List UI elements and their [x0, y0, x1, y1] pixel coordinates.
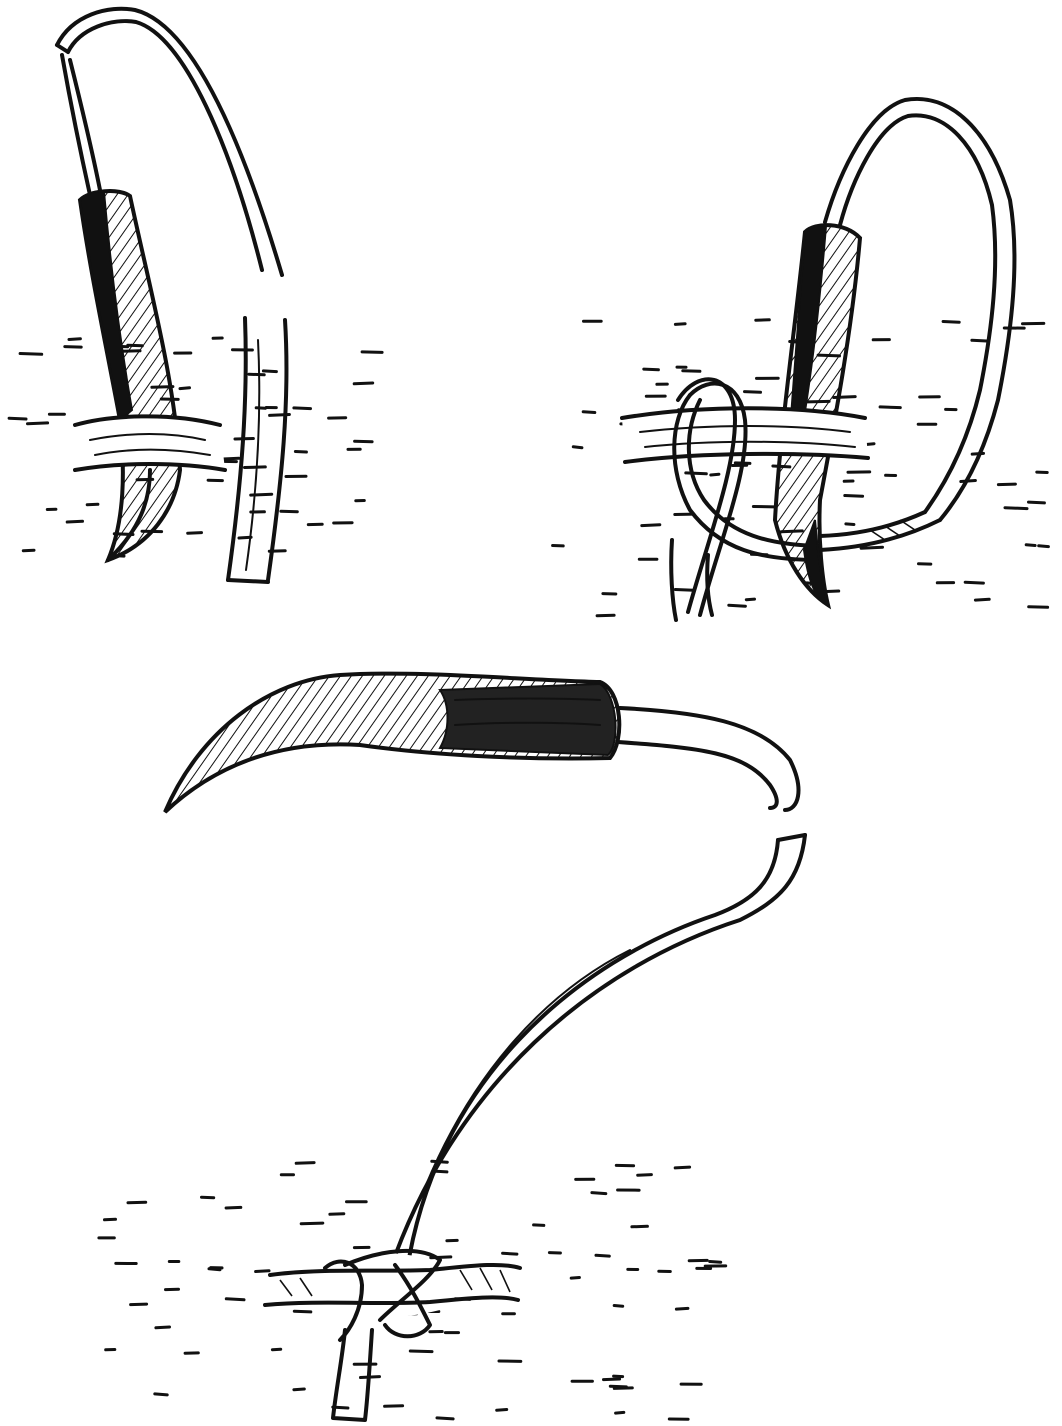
tissue-dash [632, 1226, 648, 1227]
tissue-dash [436, 1171, 447, 1172]
tissue-dash [604, 1379, 620, 1380]
tissue-dash [596, 1255, 609, 1256]
tissue-dash [245, 467, 266, 468]
tissue-dash [1039, 546, 1049, 547]
tissue-dash [294, 1389, 304, 1390]
tissue-dash [180, 388, 190, 389]
tissue-dash [20, 354, 42, 355]
panel-step-3 [99, 674, 805, 1420]
tissue-dash [616, 1412, 624, 1413]
tissue-dash [675, 590, 693, 591]
tissue-dash [128, 1202, 146, 1203]
tissue-dash [410, 1351, 432, 1352]
tissue-dash [294, 1311, 311, 1312]
tissue-dash [385, 1406, 403, 1407]
tissue-edge-1 [75, 416, 225, 470]
tissue-dash [745, 392, 761, 393]
tissue-dash [711, 474, 719, 475]
tissue-dash [943, 322, 959, 323]
tissue-dash [676, 1308, 688, 1309]
tissue-dash [614, 1306, 623, 1307]
tissue-dash [644, 369, 659, 370]
tissue-dash [256, 1271, 269, 1272]
tissue-dash [209, 1269, 220, 1270]
tissue-dash [155, 1394, 167, 1395]
tissue-dash [861, 547, 882, 548]
tissue-dash [294, 408, 311, 409]
tissue-dash [131, 1304, 147, 1305]
suture-thread-3 [620, 708, 798, 810]
tissue-dash [998, 484, 1015, 485]
tissue-dash [65, 347, 81, 348]
tissue-dash [503, 1253, 517, 1254]
tissue-dash [272, 1349, 280, 1350]
tissue-dash [614, 1376, 623, 1377]
tissue-dash [683, 371, 700, 372]
panel-step-1 [9, 4, 382, 582]
tissue-dash [534, 1225, 544, 1226]
tissue-dash [156, 1327, 170, 1328]
tissue-dash [105, 1219, 116, 1220]
tissue-dash [638, 1175, 652, 1176]
tissue-dash [972, 340, 987, 341]
tissue-dash [746, 599, 754, 600]
tissue-dash [710, 1262, 721, 1263]
tissue-dash [610, 1386, 626, 1387]
tissue-dash [975, 599, 989, 600]
tissue-dash [226, 1207, 241, 1208]
tissue-dash [295, 452, 306, 453]
tissue-dash [226, 1299, 244, 1300]
tissue-dash [202, 1197, 214, 1198]
tissue-dash [729, 605, 746, 606]
tissue-dash [592, 1193, 606, 1194]
tissue-dash [28, 423, 48, 424]
tissue-dash [1026, 545, 1035, 546]
tissue-dash [362, 352, 382, 353]
tissue-dash [437, 1418, 453, 1419]
tissue-dash [1029, 502, 1045, 503]
tissue-dash [845, 496, 863, 497]
tissue-dash [188, 533, 202, 534]
tissue-dash [69, 339, 80, 340]
tissue-dash [846, 524, 854, 525]
tissue-dash [497, 1410, 507, 1411]
tissue-dash [301, 1223, 323, 1224]
tissue-dash [880, 407, 900, 408]
tissue-dash [642, 525, 660, 526]
tissue-dash [330, 1214, 344, 1215]
panel-step-2 [553, 99, 1049, 620]
tissue-dash [263, 371, 276, 372]
tissue-dash [256, 408, 265, 409]
tissue-dash [23, 550, 34, 551]
tissue-dash [249, 374, 264, 375]
tissue-dash [686, 473, 707, 474]
tissue-dash [573, 447, 582, 448]
tissue-dash [675, 324, 685, 325]
tissue-dash [675, 1167, 689, 1168]
tissue-dash [1029, 607, 1048, 608]
tissue-dash [1005, 508, 1027, 509]
tissue-dash [354, 383, 373, 384]
tissue-dash [9, 418, 26, 419]
tissue-dash [965, 582, 983, 583]
tissue-dash [583, 412, 595, 413]
tissue-dash [571, 1278, 579, 1279]
tissue-dash [296, 1163, 314, 1164]
tissue-dash [67, 521, 82, 522]
